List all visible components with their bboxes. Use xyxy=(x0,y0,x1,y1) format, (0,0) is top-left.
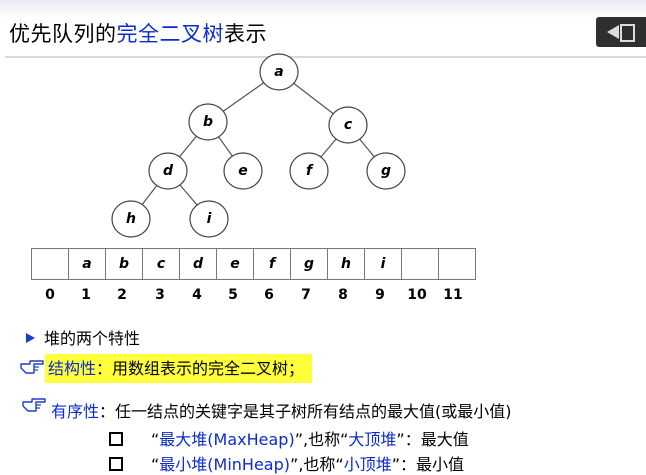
heading-text: 堆的两个特性 xyxy=(44,329,141,348)
checkbox-icon xyxy=(109,432,123,446)
tree-node-label: a xyxy=(274,64,283,80)
play-back-icon xyxy=(607,25,619,39)
title-suffix: 表示 xyxy=(224,22,267,46)
arrow-bullet-icon xyxy=(26,333,35,343)
tree-node-i xyxy=(189,200,229,238)
array-index: 5 xyxy=(228,287,238,303)
also-called: ,也称“ xyxy=(303,430,349,449)
pointing-hand-icon xyxy=(22,398,46,412)
array-cell: e xyxy=(216,248,254,280)
tree-node-label: c xyxy=(344,117,353,133)
array-index: 0 xyxy=(45,287,55,303)
structure-text: ：用数组表示的完全二叉树； xyxy=(96,359,305,378)
max-heap-tail: ”：最大值 xyxy=(396,430,469,449)
min-heap-item: “最小堆(MinHeap)”,也称“小顶堆”：最小值 xyxy=(109,451,464,475)
tree-node-c xyxy=(328,106,368,144)
pointing-hand-icon xyxy=(20,360,44,374)
slide-title: 优先队列的完全二叉树表示 xyxy=(9,18,267,48)
video-player-control[interactable] xyxy=(596,17,646,47)
array-index: 1 xyxy=(81,287,91,303)
quote-close: ” xyxy=(294,430,303,449)
checkbox-icon xyxy=(109,457,123,471)
array-index: 2 xyxy=(117,287,127,303)
array-index: 4 xyxy=(192,287,202,303)
title-highlight: 完全二叉树 xyxy=(116,22,224,46)
min-heap-alias: 小顶堆 xyxy=(343,455,392,474)
array-index: 9 xyxy=(375,287,385,303)
max-heap-item: “最大堆(MaxHeap)”,也称“大顶堆”：最大值 xyxy=(109,426,469,450)
array-cell: c xyxy=(142,248,180,280)
tree-node-label: f xyxy=(306,163,314,179)
title-divider xyxy=(5,56,646,58)
tree-node-label: d xyxy=(163,163,174,179)
quote-close: ” xyxy=(290,455,299,474)
tree-node-label: e xyxy=(238,163,248,179)
array-cell: d xyxy=(179,248,217,280)
structure-label: 结构性 xyxy=(48,359,97,378)
min-heap-name: 最小堆(MinHeap) xyxy=(159,455,291,474)
order-property: 有序性：任一结点的关键字是其子树所有结点的最大值(或最小值) xyxy=(51,398,512,422)
array-cell: a xyxy=(68,248,106,280)
heap-array-row: a b c d e f g h i xyxy=(31,248,476,280)
max-heap-name: 最大堆(MaxHeap) xyxy=(159,430,295,449)
array-cell: i xyxy=(364,248,402,280)
quote-open: “ xyxy=(151,430,160,449)
array-cell: f xyxy=(253,248,291,280)
array-cell xyxy=(31,248,69,280)
tree-edges xyxy=(130,71,387,220)
tree-node-label: i xyxy=(207,211,212,227)
tree-node-g xyxy=(366,152,406,190)
array-index: 6 xyxy=(264,287,274,303)
screen-icon xyxy=(620,24,635,42)
tree-node-label: g xyxy=(381,163,391,179)
binary-tree-diagram: a b c d e f g h i xyxy=(111,53,406,238)
array-cell xyxy=(401,248,439,280)
tree-node-e xyxy=(223,152,263,190)
tree-node-h xyxy=(111,200,151,238)
min-heap-tail: ”：最小值 xyxy=(391,455,465,474)
also-called: ,也称“ xyxy=(298,455,344,474)
structure-property: 结构性：用数组表示的完全二叉树； xyxy=(45,354,313,383)
title-prefix: 优先队列的 xyxy=(9,22,117,46)
array-index: 8 xyxy=(338,287,348,303)
tree-node-d xyxy=(148,152,188,190)
array-cell: g xyxy=(290,248,328,280)
array-cell: h xyxy=(327,248,365,280)
heap-array: a b c d e f g h i xyxy=(31,248,476,280)
slide-header-band xyxy=(0,0,646,18)
max-heap-alias: 大顶堆 xyxy=(348,430,397,449)
order-label: 有序性 xyxy=(51,402,100,421)
heap-properties-heading: 堆的两个特性 xyxy=(26,325,140,349)
tree-node-a xyxy=(259,53,299,91)
tree-node-f xyxy=(289,152,329,190)
array-index: 7 xyxy=(301,287,311,303)
tree-node-b xyxy=(188,103,228,141)
array-index: 3 xyxy=(155,287,165,303)
array-index: 11 xyxy=(443,287,463,303)
order-text: ：任一结点的关键字是其子树所有结点的最大值(或最小值) xyxy=(99,402,512,421)
tree-node-label: b xyxy=(203,114,213,130)
tree-node-label: h xyxy=(126,211,136,227)
quote-open: “ xyxy=(151,455,160,474)
array-cell: b xyxy=(105,248,143,280)
array-cell xyxy=(438,248,476,280)
array-index: 10 xyxy=(407,287,427,303)
